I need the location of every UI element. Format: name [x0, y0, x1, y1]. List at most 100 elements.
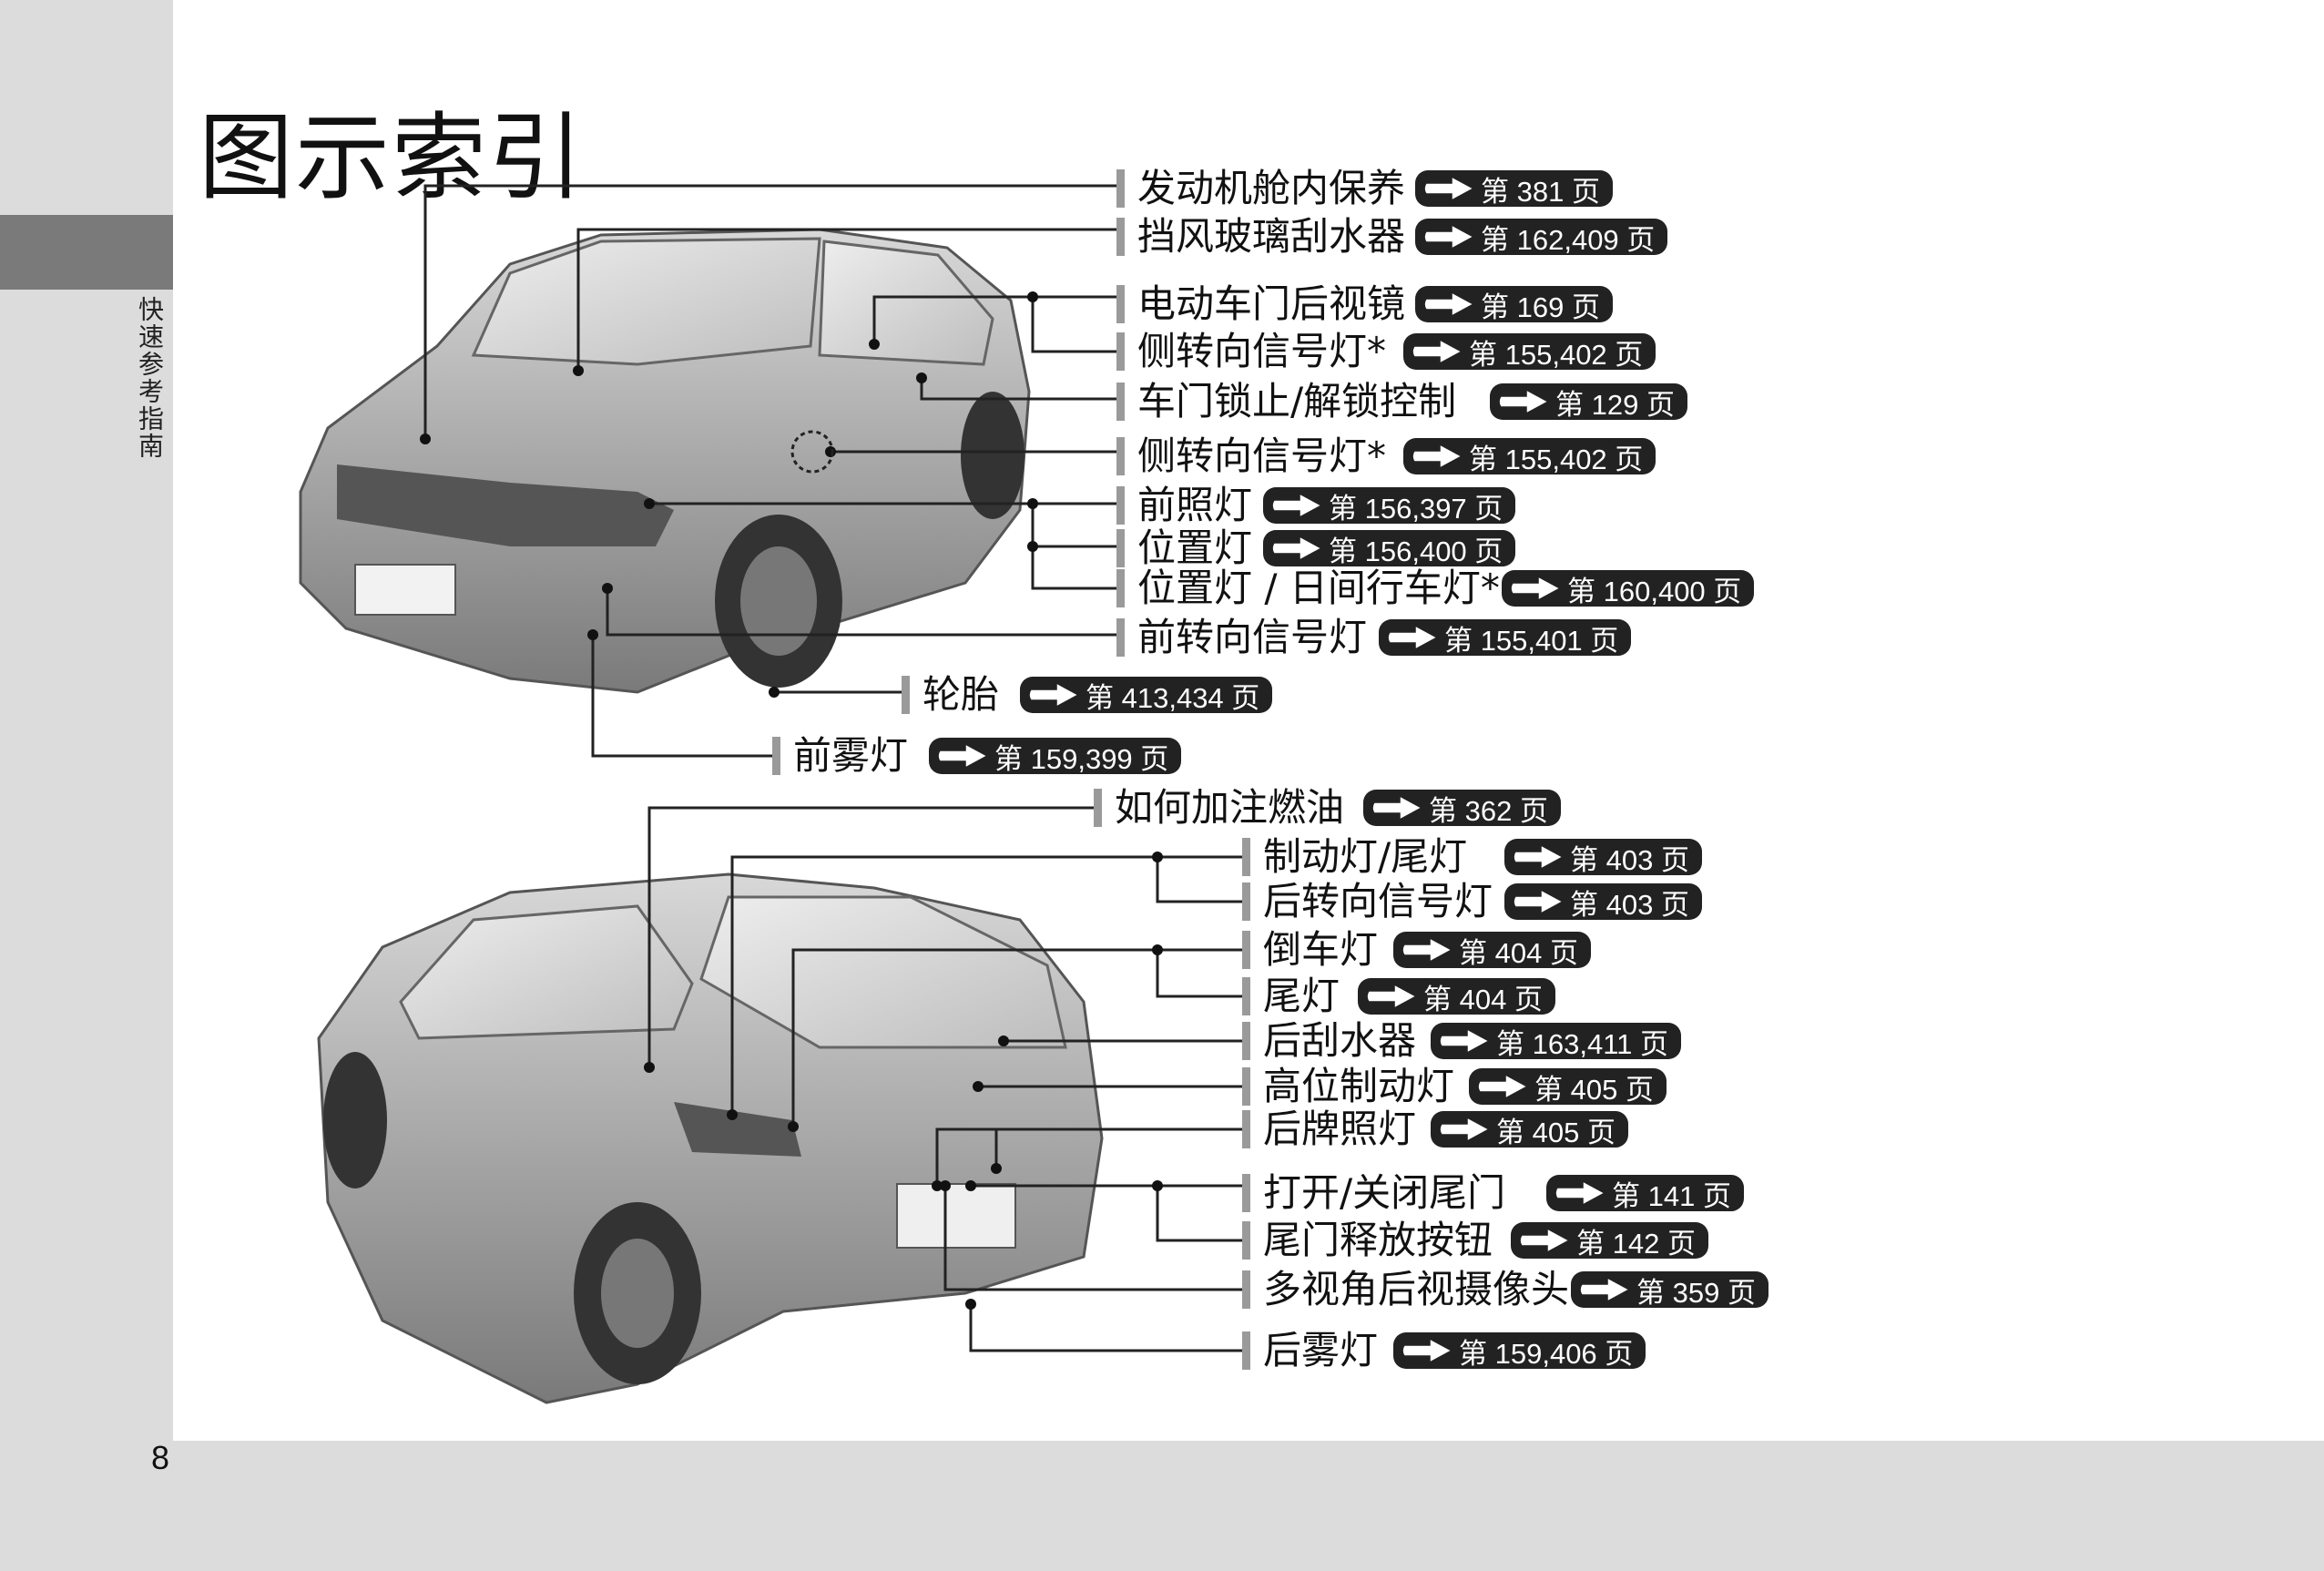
page-reference-link[interactable]: 第 159,399 页: [929, 738, 1182, 775]
callout-label: 后刮水器: [1263, 1018, 1417, 1063]
leader-dot: [869, 339, 880, 350]
page-reference-link[interactable]: 第 403 页: [1504, 883, 1702, 921]
leader-dot: [573, 365, 584, 376]
page-reference-link[interactable]: 第 362 页: [1363, 790, 1561, 827]
callout-label: 侧转向信号灯*: [1137, 434, 1387, 478]
callout-item: 尾门释放按钮: [1242, 1220, 1493, 1260]
page-reference-link[interactable]: 第 155,401 页: [1379, 619, 1632, 657]
page-reference-link[interactable]: 第 156,400 页: [1263, 530, 1516, 567]
page-reference-link[interactable]: 第 142 页: [1511, 1222, 1708, 1260]
callout-label: 后雾灯: [1263, 1328, 1379, 1372]
page-reference-link[interactable]: 第 404 页: [1393, 932, 1591, 969]
leader-dot: [1027, 291, 1038, 302]
callout-item: 前转向信号灯: [1116, 617, 1367, 658]
callout-label: 挡风玻璃刮水器: [1137, 214, 1406, 259]
callout-marker: [1242, 1221, 1250, 1260]
callout-marker: [1116, 618, 1125, 657]
page-reference-text: 第 403 页: [1570, 843, 1689, 876]
callout-item: 多视角后视摄像头: [1242, 1270, 1569, 1310]
arrow-right-icon: [1366, 983, 1418, 1010]
callout-item: 挡风玻璃刮水器: [1116, 217, 1405, 257]
page-reference-link[interactable]: 第 381 页: [1415, 170, 1613, 208]
leader-dot: [644, 498, 655, 509]
page-reference-link[interactable]: 第 129 页: [1490, 383, 1687, 421]
callout-label: 前雾灯: [793, 733, 909, 778]
page-reference-link[interactable]: 第 141 页: [1546, 1175, 1744, 1212]
page-reference-link[interactable]: 第 169 页: [1415, 286, 1613, 323]
callout-marker: [1242, 882, 1250, 921]
page-reference-link[interactable]: 第 405 页: [1431, 1111, 1628, 1148]
leader-dot: [1152, 944, 1163, 955]
callout-item: 发动机舱内保养: [1116, 168, 1405, 209]
page-reference-link[interactable]: 第 160,400 页: [1502, 570, 1755, 607]
leader-line: [591, 635, 772, 758]
page-reference-link[interactable]: 第 155,402 页: [1403, 438, 1656, 475]
leader-line: [730, 855, 1242, 1115]
section-tab[interactable]: [0, 215, 173, 290]
callout-item: 后刮水器: [1242, 1021, 1416, 1061]
page-reference-link[interactable]: 第 404 页: [1358, 978, 1555, 1015]
page-reference-text: 第 404 页: [1459, 936, 1578, 969]
callout-item: 电动车门后视镜: [1116, 284, 1405, 324]
arrow-right-icon: [1402, 936, 1453, 964]
page-reference-link[interactable]: 第 413,434 页: [1020, 677, 1273, 714]
leader-dot: [965, 1299, 976, 1310]
leader-dot: [916, 372, 927, 383]
leader-dot: [788, 1121, 799, 1132]
leader-line: [647, 806, 1094, 1067]
callout-marker: [1094, 789, 1102, 827]
page-reference-text: 第 155,402 页: [1469, 338, 1644, 371]
callout-marker: [1116, 569, 1125, 607]
arrow-right-icon: [937, 742, 989, 770]
callout-item: 高位制动灯: [1242, 1066, 1454, 1107]
callout-label: 后转向信号灯: [1263, 879, 1493, 923]
callout-marker: [1116, 218, 1125, 256]
arrow-right-icon: [1439, 1116, 1491, 1143]
callout-label: 电动车门后视镜: [1137, 281, 1406, 326]
page-reference-text: 第 159,399 页: [994, 742, 1169, 775]
callout-label: 前转向信号灯: [1137, 615, 1368, 659]
leader-line: [969, 1304, 1242, 1352]
page-reference-text: 第 141 页: [1612, 1179, 1731, 1212]
leader-dot: [420, 434, 431, 444]
page-reference-link[interactable]: 第 405 页: [1469, 1068, 1667, 1106]
callout-label: 多视角后视摄像头: [1263, 1267, 1570, 1311]
arrow-right-icon: [1579, 1276, 1631, 1303]
page-reference-link[interactable]: 第 159,406 页: [1393, 1332, 1646, 1370]
callout-marker: [1242, 1270, 1250, 1309]
hidden-location-marker: [790, 430, 834, 474]
page-reference-link[interactable]: 第 359 页: [1571, 1271, 1768, 1309]
page-reference-text: 第 359 页: [1636, 1276, 1756, 1309]
callout-marker: [1116, 169, 1125, 208]
callout-label: 侧转向信号灯*: [1137, 329, 1387, 373]
callout-item: 侧转向信号灯*: [1116, 436, 1386, 476]
page-reference-text: 第 156,397 页: [1329, 492, 1503, 525]
callout-item: 后转向信号灯: [1242, 882, 1493, 922]
page-reference-link[interactable]: 第 163,411 页: [1431, 1023, 1681, 1060]
callout-label: 后牌照灯: [1263, 1107, 1417, 1151]
page-reference-text: 第 156,400 页: [1329, 535, 1503, 567]
arrow-right-icon: [1271, 492, 1323, 519]
arrow-right-icon: [1423, 223, 1475, 250]
page-reference-text: 第 381 页: [1481, 175, 1600, 208]
callout-marker: [1242, 1022, 1250, 1060]
callout-item: 尾灯: [1242, 976, 1340, 1016]
page-reference-link[interactable]: 第 155,402 页: [1403, 333, 1656, 371]
page-reference-link[interactable]: 第 162,409 页: [1415, 219, 1668, 256]
leader-dot: [998, 1035, 1009, 1046]
arrow-right-icon: [1412, 443, 1463, 470]
front-car-image: [299, 228, 1031, 694]
arrow-right-icon: [1387, 624, 1439, 651]
leader-line: [423, 184, 1116, 439]
arrow-right-icon: [1423, 175, 1475, 202]
callout-item: 制动灯/尾灯: [1242, 837, 1467, 877]
page-reference-text: 第 129 页: [1555, 388, 1675, 421]
leader-dot: [1152, 1180, 1163, 1191]
page-reference-text: 第 405 页: [1534, 1073, 1654, 1106]
leader-line: [576, 228, 1116, 371]
leader-dot: [587, 629, 598, 640]
page-reference-link[interactable]: 第 403 页: [1504, 839, 1702, 876]
page-reference-link[interactable]: 第 156,397 页: [1263, 487, 1516, 525]
